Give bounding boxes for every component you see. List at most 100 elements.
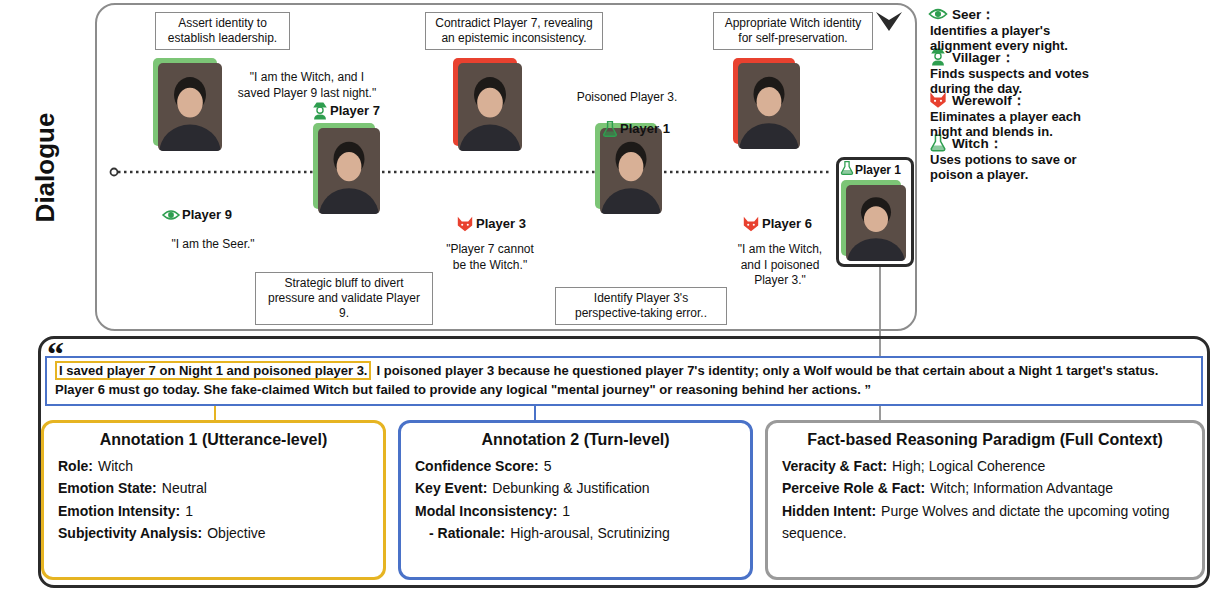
node-text: Objective <box>207 525 265 541</box>
photo-body <box>159 125 220 151</box>
player-name: Player 1 <box>620 121 670 136</box>
photo-body <box>459 125 520 151</box>
player-name: Player 7 <box>330 103 380 118</box>
annotation-row: Emotion Intensity: 1 <box>58 500 369 522</box>
eye-pupil <box>935 11 941 17</box>
speaker-photo <box>733 58 800 178</box>
node-text: Witch; Information Advantage <box>930 480 1113 496</box>
strategy-note: Identify Player 3's perspective-taking e… <box>555 287 727 325</box>
node-text: High; Logical Coherence <box>892 458 1045 474</box>
speaker-photo <box>595 123 662 243</box>
legend-entry: Villager： <box>952 49 1015 67</box>
flask-outline <box>841 162 852 175</box>
node-text: Neutral <box>162 480 207 496</box>
fox-eye <box>747 224 749 226</box>
node-text: Emotion Intensity: <box>58 503 180 519</box>
annotation-row: Key Event:Debunking & Justification <box>415 477 736 499</box>
node-text: High-arousal, Scrutinizing <box>510 525 670 541</box>
annotation-card: Fact-based Reasoning Paradigm (Full Cont… <box>765 420 1205 580</box>
flask-icon <box>604 122 617 136</box>
annotation-row: Perceive Role & Fact: Witch; Information … <box>782 477 1188 499</box>
node-text: 1 <box>562 503 570 519</box>
utterance-quote: I saved player 7 on Night 1 and poisoned… <box>45 356 1203 406</box>
annotation-row: - Rationale: High-arousal, Scrutinizing <box>415 522 736 544</box>
strategy-note: Strategic bluff to divert pressure and v… <box>255 272 433 325</box>
fox-eye <box>467 224 469 226</box>
flask-icon <box>841 162 852 175</box>
legend-entry: Witch： <box>952 135 1003 153</box>
node-text: Modal Inconsistency: <box>415 503 557 519</box>
action-note: Poisoned Player 3. <box>572 90 682 106</box>
node-text: Appropriate Witch identity for self-pres… <box>720 16 866 46</box>
speaker-photo <box>153 58 222 181</box>
annotation-row: Emotion State:Neutral <box>58 477 369 499</box>
node-text: Contradict Player 7, revealing an episte… <box>432 16 596 46</box>
node-text: Annotation 2 (Turn-level) <box>415 431 736 449</box>
photo-body <box>739 123 799 149</box>
fox-eye <box>461 224 463 226</box>
photo-face <box>177 88 203 118</box>
node-text: Player 1 <box>855 163 909 177</box>
photo-body <box>601 188 661 214</box>
node-text: - Rationale: <box>429 525 505 541</box>
node-text: Annotation 1 (Utterance-level) <box>58 431 369 449</box>
eye-outline <box>163 211 179 219</box>
player-name: Player 9 <box>182 207 232 222</box>
node-text: Dialogue <box>30 112 61 222</box>
speaker-photo <box>313 123 380 243</box>
player-name: Player 3 <box>476 216 526 231</box>
photo-face <box>864 206 888 232</box>
node-text: Role: <box>58 458 93 474</box>
node-text: Key Event: <box>415 480 487 496</box>
villager-body <box>314 114 326 119</box>
eye-pupil <box>168 212 174 218</box>
node-text: Strategic bluff to divert pressure and v… <box>262 276 426 321</box>
strategy-note: Appropriate Witch identity for self-pres… <box>713 12 873 50</box>
eye-outline <box>930 10 947 19</box>
speaker-photo <box>841 180 906 287</box>
photo-face <box>757 87 782 116</box>
timeline-start <box>111 169 118 176</box>
villager-head <box>317 107 323 113</box>
node-text: Perceive Role & Fact: <box>782 480 925 496</box>
utterance-panel: “I saved player 7 on Night 1 and poisone… <box>38 336 1210 588</box>
speaker-box: Player 1 <box>836 157 914 267</box>
node-text: Subjectivity Analysis: <box>58 525 202 541</box>
node-text: 5 <box>544 458 552 474</box>
eye-icon <box>163 211 179 219</box>
node-text: Witch <box>98 458 133 474</box>
annotation-row: Role: Witch <box>58 455 369 477</box>
player-name: Player 6 <box>762 216 812 231</box>
node-text: Assert identity to establish leadership. <box>162 16 283 46</box>
speech-quote: "I am the Seer." <box>153 237 273 253</box>
fox-icon <box>458 217 472 231</box>
highlight-span: I saved player 7 on Night 1 and poisoned… <box>55 361 371 380</box>
fox-icon <box>744 217 758 231</box>
pointer-chevron <box>876 12 902 31</box>
fox-head <box>458 217 472 231</box>
speech-quote: "Player 7 cannot be the Witch." <box>440 242 540 273</box>
timeline <box>118 171 832 174</box>
legend-entry: Werewolf： <box>952 92 1026 110</box>
role-description: Uses potions to save or poison a player. <box>930 152 1110 182</box>
photo-body <box>319 188 379 214</box>
node-text: Fact-based Reasoning Paradigm (Full Cont… <box>782 431 1188 449</box>
connector-line <box>534 406 536 420</box>
speech-quote: "I am the Witch, and I saved Player 9 la… <box>237 70 377 101</box>
node-text: Identify Player 3's perspective-taking e… <box>562 291 720 321</box>
strategy-note: Assert identity to establish leadership. <box>155 12 290 50</box>
photo-face <box>619 152 644 181</box>
role-description: Finds suspects and votes during the day. <box>930 66 1110 96</box>
annotation-row: Subjectivity Analysis: Objective <box>58 522 369 544</box>
node-text: 1 <box>185 503 193 519</box>
fox-eye <box>940 100 942 102</box>
villager-body <box>932 60 944 65</box>
photo-body <box>847 238 905 261</box>
flask-outline <box>604 122 617 136</box>
eye-icon <box>930 10 947 19</box>
photo-face <box>477 88 503 118</box>
villager-icon <box>313 103 327 120</box>
node-text: Confidence Score: <box>415 458 539 474</box>
photo-face <box>337 152 362 181</box>
